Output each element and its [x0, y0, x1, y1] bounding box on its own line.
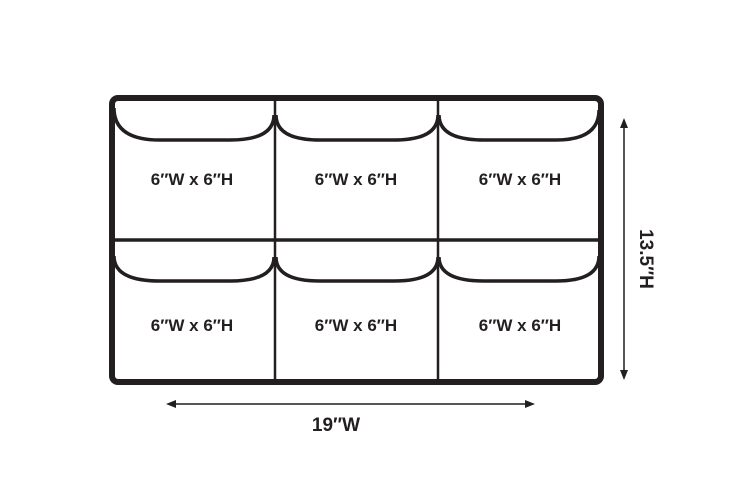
pocket-flap [112, 255, 276, 283]
pocket-flap [112, 107, 276, 142]
height-dimension-arrow [620, 118, 628, 380]
width-label: 19″W [312, 415, 360, 436]
arrowhead-down-icon [620, 370, 628, 380]
pocket-flap [437, 109, 601, 142]
arrowhead-left-icon [166, 400, 176, 408]
pocket-label: 6″W x 6″H [151, 170, 233, 189]
pocket-flaps-top-row [112, 107, 601, 142]
width-dimension-arrow [166, 400, 535, 408]
pocket-flap [437, 255, 601, 283]
pocket-label: 6″W x 6″H [315, 316, 397, 335]
pocket-label: 6″W x 6″H [479, 316, 561, 335]
pocket-flap [274, 114, 440, 142]
pocket-label: 6″W x 6″H [315, 170, 397, 189]
arrowhead-up-icon [620, 118, 628, 128]
pocket-label: 6″W x 6″H [151, 316, 233, 335]
pocket-flaps-bottom-row [112, 255, 601, 283]
pocket-label: 6″W x 6″H [479, 170, 561, 189]
pocket-flap [274, 256, 440, 283]
height-label: 13.5″H [635, 229, 656, 289]
arrowhead-right-icon [525, 400, 535, 408]
